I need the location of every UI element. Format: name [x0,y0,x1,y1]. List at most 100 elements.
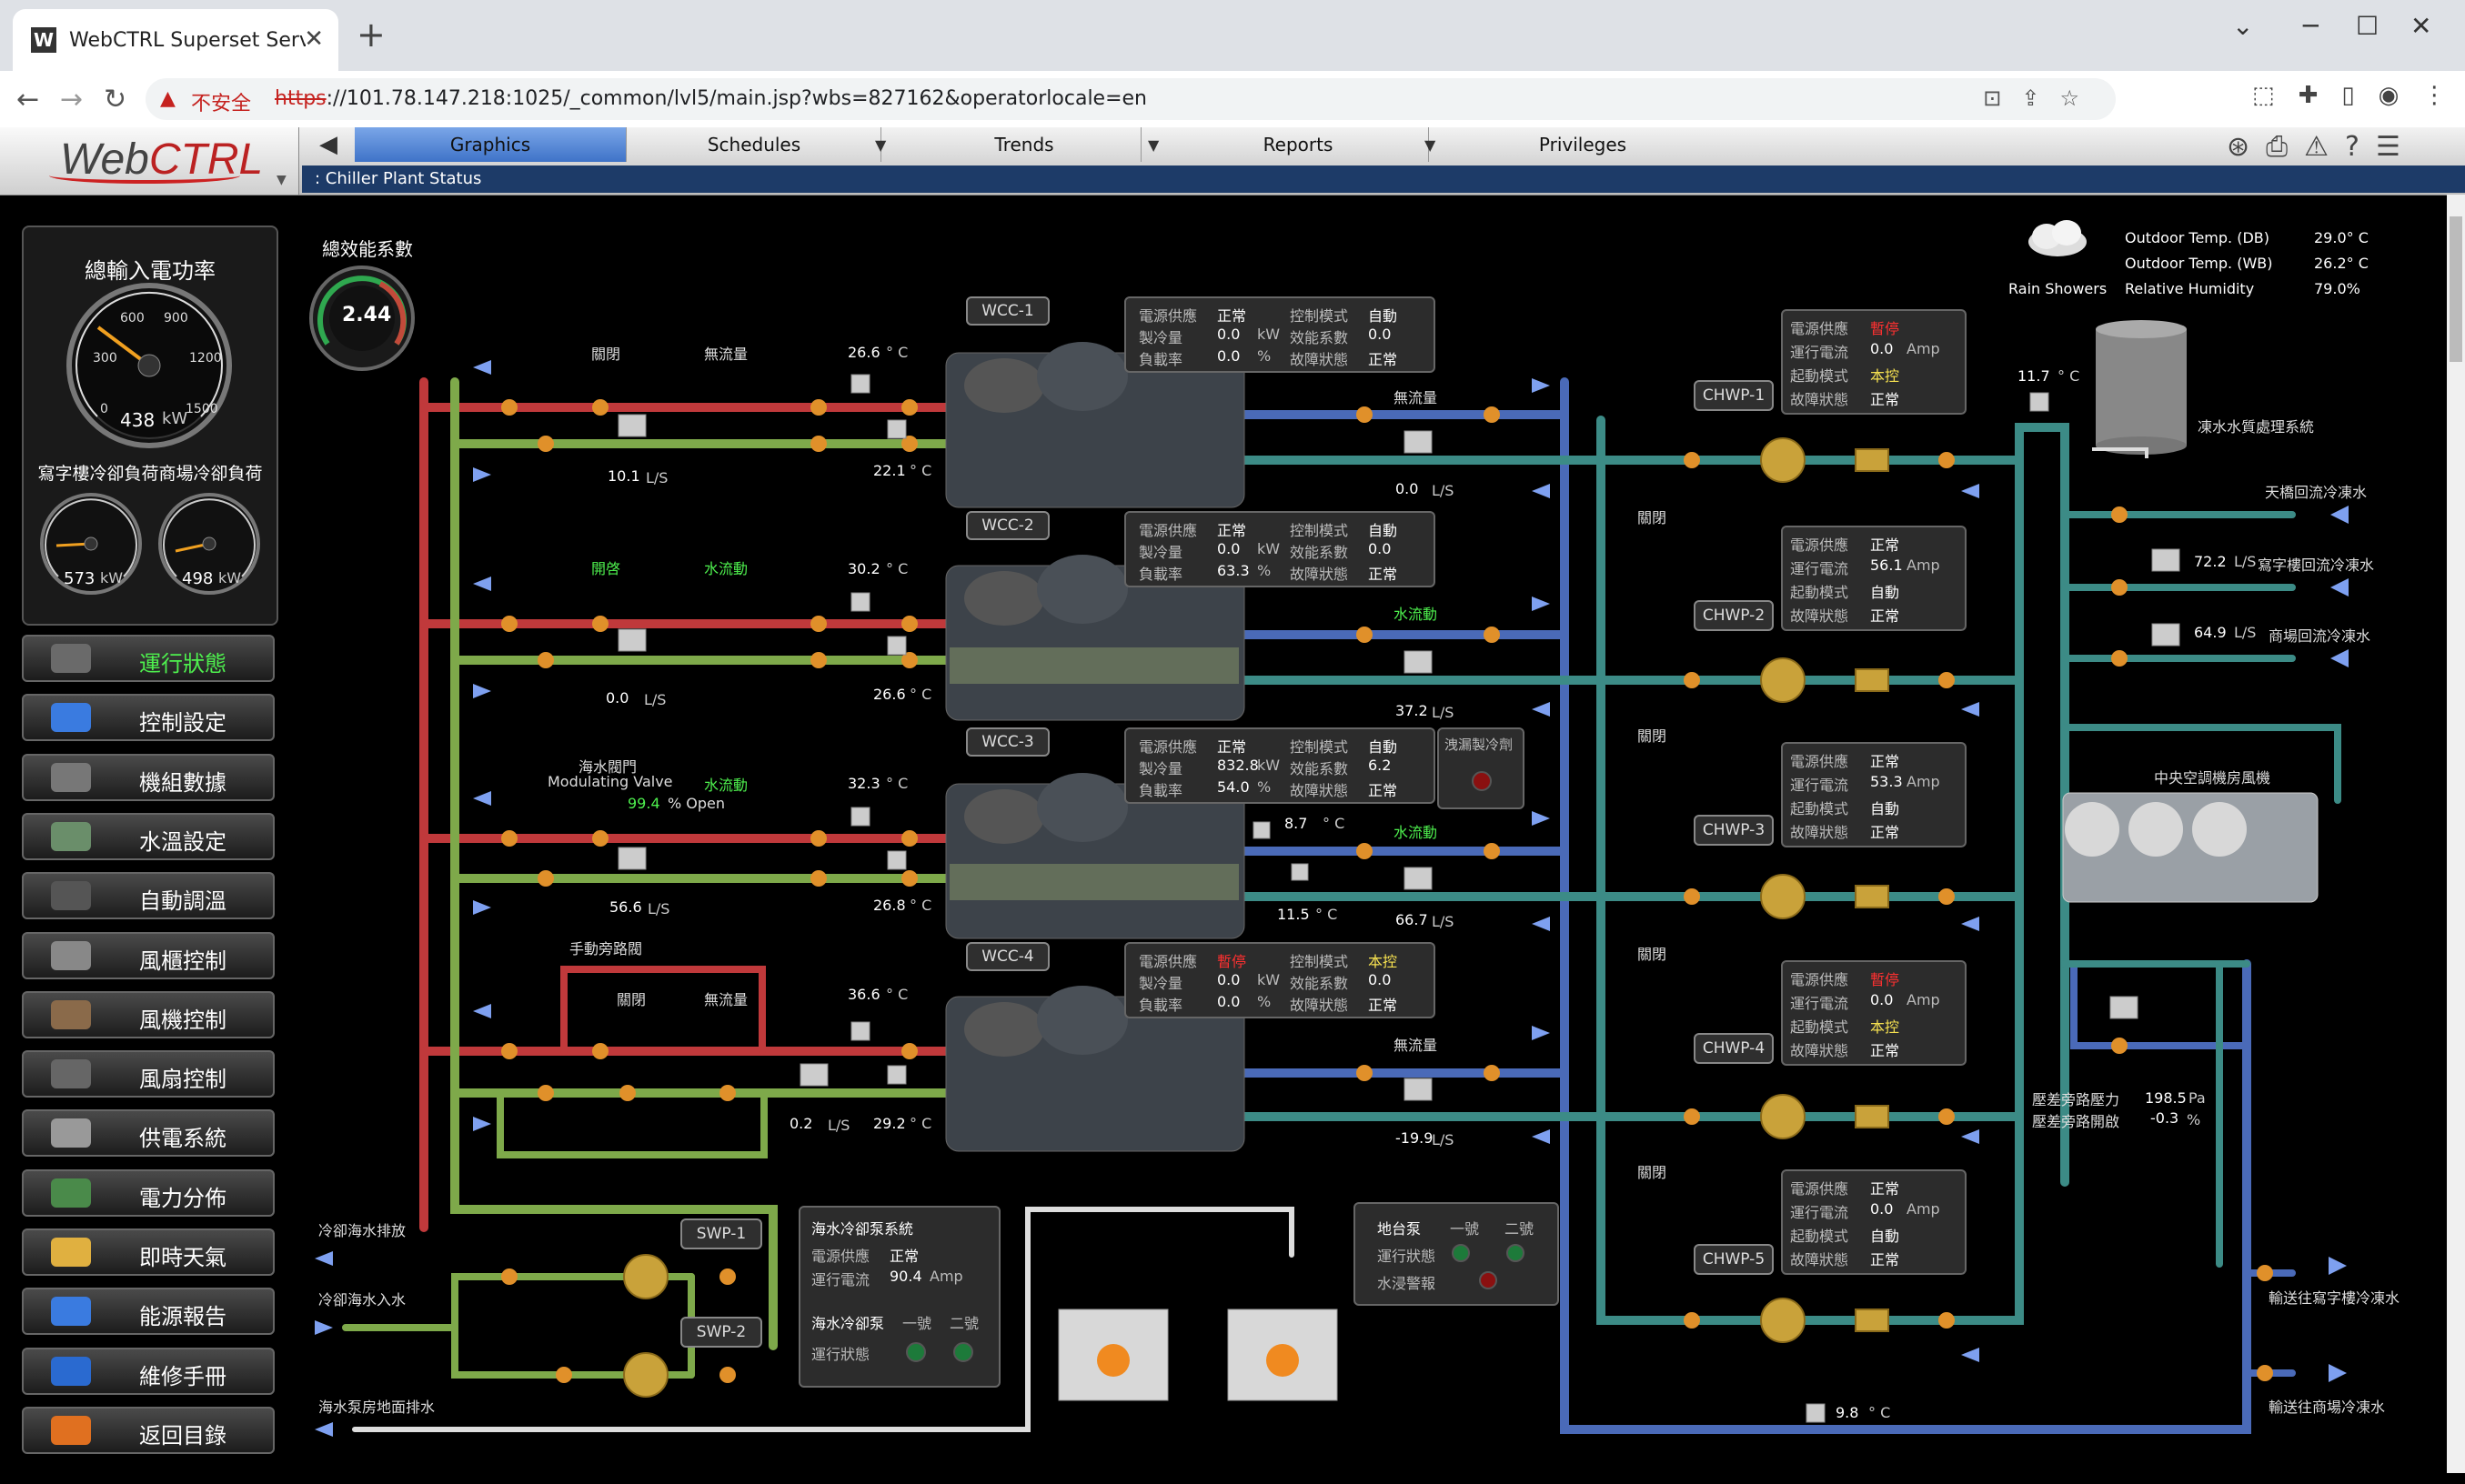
power-label: 電源供應 [1139,307,1198,325]
condenser-flow: 0.2 [790,1115,813,1132]
new-tab-icon[interactable]: + [357,15,386,55]
forward-icon[interactable]: → [60,84,84,115]
pump-drawings [623,437,1889,1398]
warning-icon[interactable]: ▲ [160,87,176,110]
condenser-temp-in: 36.6 [848,986,880,1003]
close-tab-icon[interactable]: ✕ [304,25,324,53]
pump-tag[interactable]: CHWP-3 [1694,815,1774,846]
bridge-return-label: 天橋回流冷凍水 [2265,484,2368,501]
nav-button-12[interactable]: 維修手冊 [22,1347,275,1395]
chw-flow-unit: L/S [1432,1131,1454,1148]
pump-tag[interactable]: CHWP-1 [1694,380,1774,411]
url-text[interactable]: https://101.78.147.218:1025/_common/lvl5… [275,87,1147,110]
tab-schedules[interactable]: Schedules [628,127,881,162]
pump-mode-label: 起動模式 [1790,584,1849,601]
chiller-tag[interactable]: WCC-2 [966,511,1050,540]
bypass-flow-state: 無流量 [704,991,749,1008]
tab-search-icon[interactable]: ⌄ [2232,11,2254,41]
pump-current-unit: Amp [1907,991,1940,1008]
trends-dropdown-icon[interactable]: ▼ [1148,136,1160,154]
modulating-valve-label: Modulating Valve [548,773,673,790]
tab-graphics[interactable]: Graphics [355,127,627,162]
nav-item-label: 水溫設定 [139,828,226,855]
omnibox[interactable]: ▲ 不安全 https://101.78.147.218:1025/_commo… [146,78,2116,120]
mall-load-gauge [158,493,260,595]
minimize-icon[interactable]: ─ [2303,11,2319,41]
address-bar-row: ← → ↻ ▲ 不安全 https://101.78.147.218:1025/… [0,71,2465,128]
tab-trends[interactable]: Trends [908,127,1142,162]
condenser-temp-out: 26.6 [873,686,906,703]
condenser-valve-state: 關閉 [591,346,621,363]
power-value: 暫停 [1217,953,1247,970]
nav-button-13[interactable]: 返回目錄 [22,1406,275,1454]
window-close-icon[interactable]: ✕ [2410,11,2432,41]
chiller-tag[interactable]: WCC-4 [966,942,1050,971]
cooling-unit: kW [1257,540,1281,557]
maximize-icon[interactable]: ☐ [2356,11,2379,41]
reports-dropdown-icon[interactable]: ▼ [1424,136,1436,154]
nav-button-7[interactable]: 風扇控制 [22,1050,275,1098]
swp1-tag[interactable]: SWP-1 [680,1218,762,1249]
condenser-flow-unit: L/S [646,469,669,486]
logo-menu-icon[interactable]: ▼ [277,173,287,187]
tab-reports[interactable]: Reports [1168,127,1429,162]
nav-button-4[interactable]: 自動調溫 [22,872,275,920]
gauge-tick-1200: 1200 [189,351,222,366]
nav-button-9[interactable]: 電力分佈 [22,1168,275,1217]
omnibox-tools-icon[interactable]: ⊡⇪☆ [1983,85,2099,111]
print-icon[interactable]: ⎙ [2266,131,2305,163]
cop-value: 0.0 [1368,540,1392,557]
pump-tag[interactable]: CHWP-5 [1694,1244,1774,1275]
scrollbar-thumb[interactable] [2450,216,2462,362]
tab-privileges[interactable]: Privileges [1538,134,1627,155]
browser-tabstrip: W WebCTRL Superset Server - /Si ✕ + ⌄ ─ … [0,0,2465,71]
tank-temp-unit: ° C [2058,367,2080,385]
page-scrollbar[interactable] [2447,195,2465,1473]
swp2-run-indicator-icon [953,1342,973,1362]
nav-button-10[interactable]: 即時天氣 [22,1228,275,1276]
cooling-value: 0.0 [1217,540,1241,557]
back-icon[interactable]: ← [16,84,40,115]
nav-button-6[interactable]: 風機控制 [22,990,275,1038]
chiller-tag[interactable]: WCC-1 [966,296,1050,326]
pump-power-label: 電源供應 [1790,1180,1849,1198]
swp2-tag[interactable]: SWP-2 [680,1317,762,1348]
nav-item-label: 返回目錄 [139,1422,226,1449]
load-label: 負載率 [1139,782,1183,799]
reload-icon[interactable]: ↻ [104,84,127,115]
cop-label: 效能系數 [1290,329,1349,346]
seawater-pump-panel: 海水冷卻泵系統 電源供應 正常 運行電流 90.4 Amp 海水冷卻泵 一號 二… [799,1206,1001,1388]
chw-flow-state: 水流動 [1393,824,1438,841]
office-load-unit: kW [100,569,124,587]
alert-icon[interactable]: ⚠ [2304,131,2346,163]
alarms-fan-icon[interactable]: ⊛ [2227,131,2267,163]
nav-button-2[interactable]: 機組數據 [22,753,275,801]
cooling-load-title: 寫字樓冷卻負荷商場冷卻負荷 [37,464,263,484]
humidity-label: Relative Humidity [2125,280,2255,297]
nav-button-3[interactable]: 水溫設定 [22,812,275,860]
browser-tab[interactable]: W WebCTRL Superset Server - /Si ✕ [13,9,338,71]
nav-button-5[interactable]: 風櫃控制 [22,931,275,979]
nav-button-11[interactable]: 能源報告 [22,1288,275,1336]
chiller-tag[interactable]: WCC-3 [966,727,1050,757]
cooling-label: 製冷量 [1139,544,1183,561]
menu-icon[interactable]: ☰ [2375,131,2417,163]
nav-item-icon [51,1178,91,1208]
mall-return-label: 商場回流冷凍水 [2269,627,2371,645]
pump-tag[interactable]: CHWP-2 [1694,600,1774,631]
condenser-flow: 10.1 [608,467,640,485]
help-icon[interactable]: ? [2345,131,2376,163]
nav-back-icon[interactable]: ◀ [319,131,337,158]
mall-return-flow-unit: L/S [2234,624,2257,641]
pump-tag[interactable]: CHWP-4 [1694,1033,1774,1064]
cooling-unit: kW [1257,971,1281,988]
schedules-dropdown-icon[interactable]: ▼ [875,136,887,154]
extensions-icon[interactable]: ⬚✚▯◉⋮ [2252,82,2465,109]
nav-button-8[interactable]: 供電系統 [22,1109,275,1158]
power-label: 電源供應 [1139,953,1198,970]
nav-button-0[interactable]: 運行狀態 [22,635,275,682]
url-rest: ://101.78.147.218:1025/_common/lvl5/main… [326,87,1148,110]
nav-button-1[interactable]: 控制設定 [22,694,275,742]
pump-fault-value: 正常 [1870,1251,1900,1268]
